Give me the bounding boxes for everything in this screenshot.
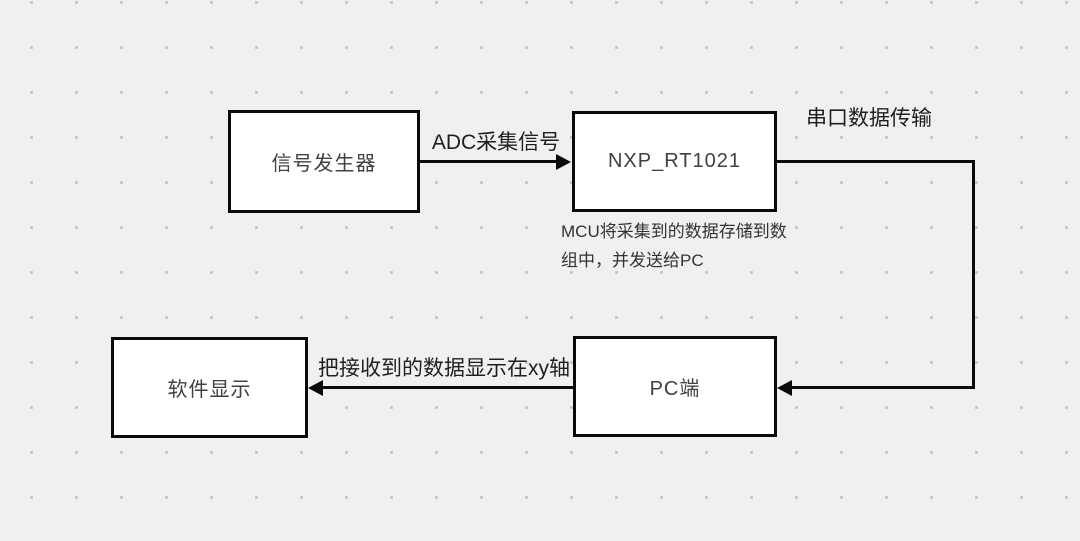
arrowhead-left-icon bbox=[308, 380, 323, 396]
node-mcu-label: NXP_RT1021 bbox=[607, 150, 742, 172]
node-mcu[interactable]: NXP_RT1021 bbox=[572, 111, 777, 212]
edge-mcu-to-pc-line-top bbox=[777, 160, 975, 163]
arrowhead-right-icon bbox=[556, 154, 571, 170]
node-signal-generator[interactable]: 信号发生器 bbox=[228, 110, 420, 213]
edge-pc-to-software-line bbox=[322, 386, 573, 389]
node-software-display[interactable]: 软件显示 bbox=[111, 337, 308, 438]
node-software-display-label: 软件显示 bbox=[167, 379, 252, 401]
node-pc[interactable]: PC端 bbox=[573, 336, 777, 437]
arrowhead-left-icon bbox=[777, 380, 792, 396]
edge-mcu-to-pc-line-bottom bbox=[791, 386, 975, 389]
edge-signal-to-mcu-line bbox=[420, 160, 558, 163]
mcu-note: MCU将采集到的数据存储到数组中，并发送给PC bbox=[561, 222, 787, 270]
edge-mcu-to-pc-line-vertical bbox=[972, 160, 975, 389]
edge-mcu-to-pc-label: 串口数据传输 bbox=[806, 107, 932, 130]
node-pc-label: PC端 bbox=[649, 378, 701, 400]
edge-pc-to-software-label: 把接收到的数据显示在xy轴 bbox=[318, 357, 570, 380]
edge-signal-to-mcu-label: ADC采集信号 bbox=[431, 131, 561, 154]
node-signal-generator-label: 信号发生器 bbox=[271, 153, 377, 175]
